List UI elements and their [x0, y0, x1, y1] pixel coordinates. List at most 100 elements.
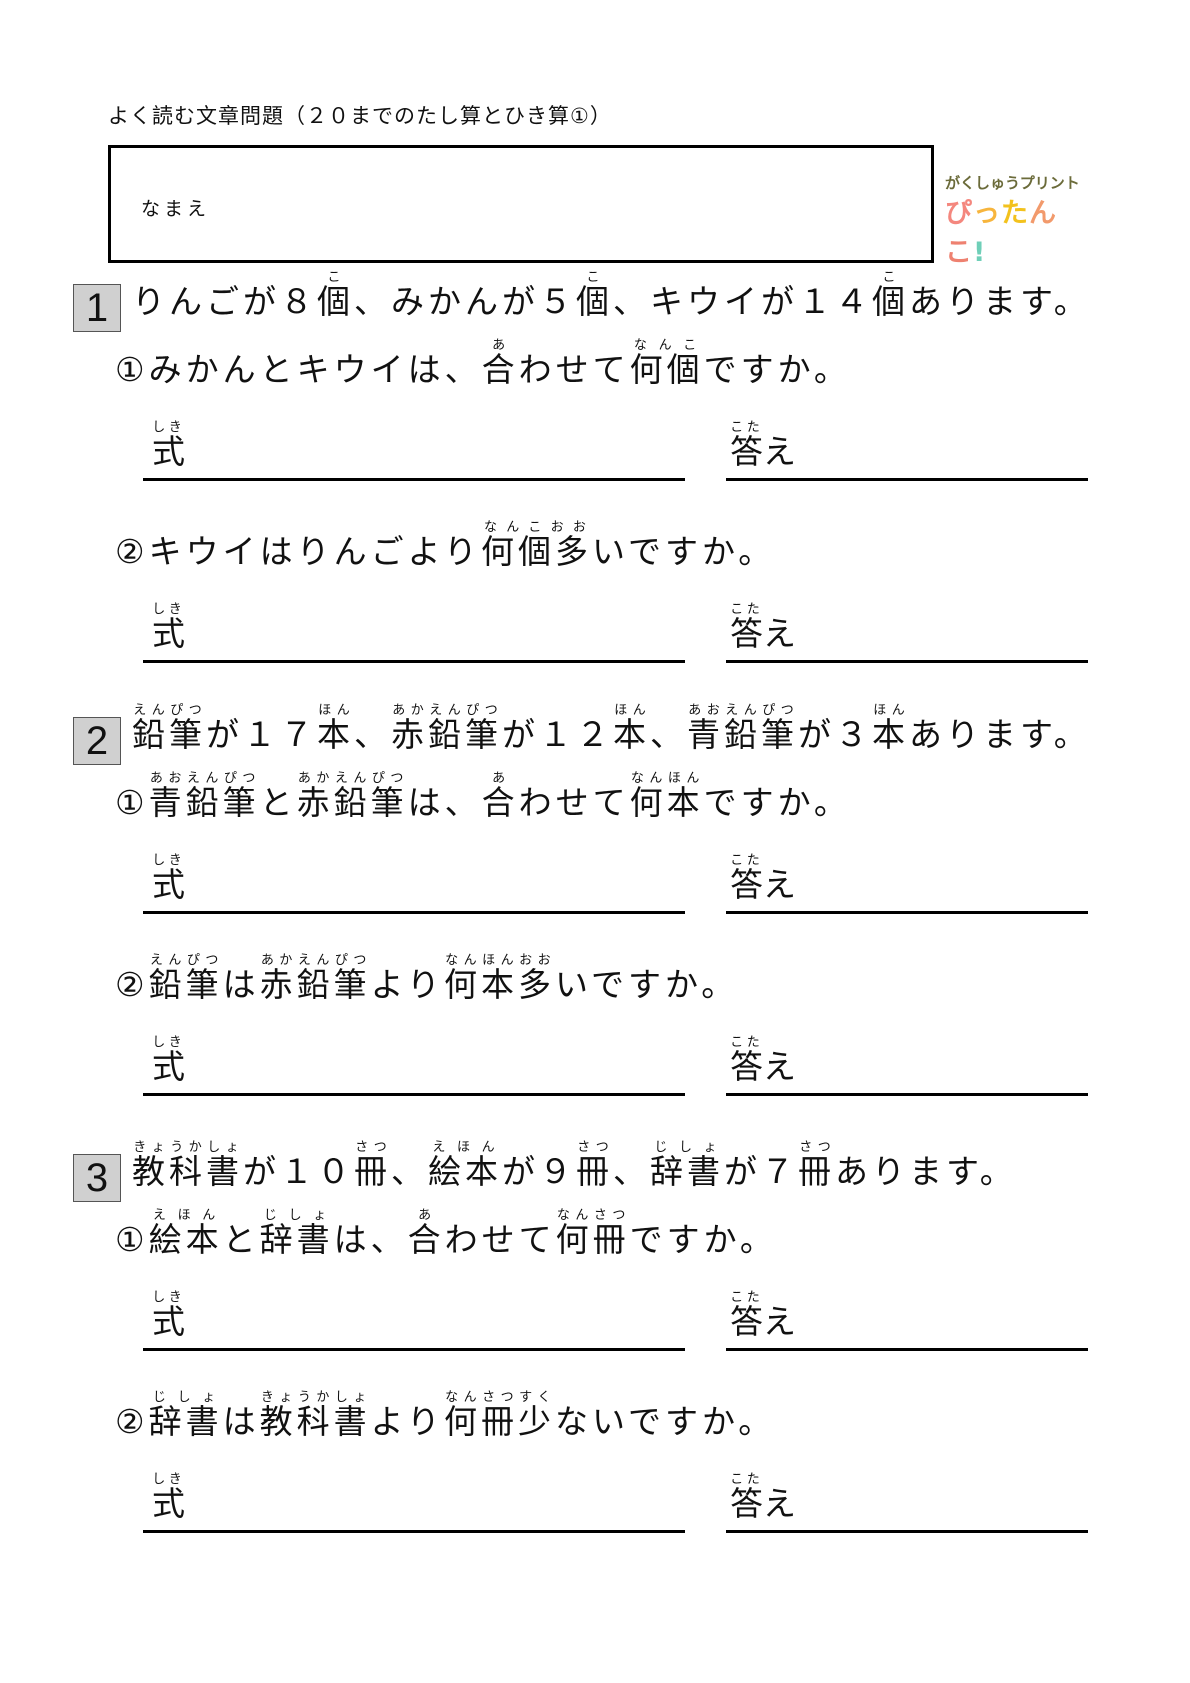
question-label: ① — [115, 350, 149, 389]
formula-answer-line[interactable] — [143, 478, 685, 481]
furigana-reading: さつ — [576, 1140, 613, 1155]
text-segment: は、 — [407, 783, 482, 822]
formula-answer-line[interactable] — [143, 660, 685, 663]
furigana-word: 合あ — [407, 1208, 445, 1259]
logo-char: ぴ — [945, 198, 973, 229]
furigana-reading: ほん — [872, 703, 909, 718]
formula-answer-line[interactable] — [143, 1530, 685, 1533]
answer-ruby: 答こた — [730, 853, 763, 904]
formula-reading: しき — [152, 420, 185, 435]
answer-line[interactable] — [726, 660, 1088, 663]
question-label: ② — [115, 1402, 149, 1441]
problem-statement: 鉛筆えんぴつが１７本ほん、赤鉛筆あかえんぴつが１２本ほん、青鉛筆あおえんぴつが３… — [132, 703, 1091, 756]
logo-bottom-text: ぴったんこ! — [945, 191, 1095, 269]
furigana-reading: なんこおお — [480, 520, 592, 535]
furigana-word: 本ほん — [613, 703, 650, 754]
furigana-reading: えんぴつ — [148, 953, 223, 968]
text-segment: わせて — [518, 350, 630, 389]
problem-statement: りんごが８個こ、みかんが５個こ、キウイが１４個こあります。 — [132, 270, 1091, 323]
formula-answer-line[interactable] — [143, 1093, 685, 1096]
furigana-word: 絵本えほん — [148, 1208, 223, 1259]
question-label: ① — [115, 783, 149, 822]
text-segment: より — [370, 965, 444, 1004]
formula-label: 式しき — [152, 1472, 185, 1525]
furigana-reading: えほん — [148, 1208, 223, 1223]
furigana-reading: あかえんぴつ — [391, 703, 502, 718]
furigana-reading: えんぴつ — [132, 703, 206, 718]
answer-line[interactable] — [726, 1093, 1088, 1096]
furigana-word: 本ほん — [872, 703, 909, 754]
furigana-word: 辞書じしょ — [259, 1208, 334, 1259]
answer-tail: え — [763, 1047, 796, 1086]
text-segment: 、 — [613, 1152, 650, 1191]
furigana-word: 個こ — [872, 270, 909, 321]
question-label: ② — [115, 965, 149, 1004]
text-segment: ですか。 — [703, 783, 851, 822]
answer-label: 答こたえ — [730, 1035, 796, 1088]
furigana-reading: さつ — [354, 1140, 391, 1155]
formula-reading: しき — [152, 1472, 185, 1487]
answer-label: 答こたえ — [730, 1290, 796, 1343]
text-segment: キウイはりんごより — [148, 532, 481, 571]
answer-reading: こた — [730, 1035, 763, 1050]
formula-answer-line[interactable] — [143, 911, 685, 914]
answer-tail: え — [763, 1484, 796, 1523]
furigana-word: 鉛筆えんぴつ — [148, 953, 223, 1004]
text-segment: と — [259, 783, 297, 822]
text-segment: わせて — [444, 1220, 556, 1259]
formula-label: 式しき — [152, 1035, 185, 1088]
name-field-box[interactable]: なまえ — [108, 145, 934, 263]
text-segment: が３ — [798, 715, 872, 754]
answer-label: 答こたえ — [730, 420, 796, 473]
answer-label: 答こたえ — [730, 853, 796, 906]
text-segment: 、 — [650, 715, 687, 754]
logo-char: た — [1001, 198, 1029, 229]
furigana-reading: あ — [481, 771, 519, 786]
text-segment: は、 — [333, 1220, 408, 1259]
furigana-reading: じしょ — [650, 1140, 724, 1155]
answer-tail: え — [763, 865, 796, 904]
problem-number-box: 2 — [73, 717, 121, 765]
furigana-word: 合あ — [481, 338, 519, 389]
answer-reading: こた — [730, 853, 763, 868]
furigana-reading: じしょ — [148, 1390, 223, 1405]
furigana-word: 何冊少なんさつすく — [443, 1390, 555, 1441]
formula-ruby: 式しき — [152, 420, 185, 471]
logo-char: ん — [1029, 198, 1057, 229]
answer-ruby: 答こた — [730, 1290, 763, 1341]
formula-label: 式しき — [152, 420, 185, 473]
question-1: ①絵本えほんと辞書じしょは、合あわせて何冊なんさつですか。 — [115, 1208, 777, 1261]
furigana-reading: えほん — [428, 1140, 502, 1155]
text-segment: が７ — [724, 1152, 798, 1191]
formula-answer-line[interactable] — [143, 1348, 685, 1351]
text-segment: ないですか。 — [554, 1402, 776, 1441]
formula-ruby: 式しき — [152, 1290, 185, 1341]
name-label: なまえ — [141, 198, 211, 220]
answer-reading: こた — [730, 602, 763, 617]
furigana-reading: こ — [576, 270, 613, 285]
formula-label: 式しき — [152, 602, 185, 655]
answer-line[interactable] — [726, 911, 1088, 914]
text-segment: ですか。 — [703, 350, 851, 389]
text-segment: は — [222, 965, 260, 1004]
text-segment: 、みかんが５ — [354, 282, 576, 321]
furigana-word: 教科書きょうかしょ — [132, 1140, 243, 1191]
furigana-reading: こ — [317, 270, 354, 285]
problem-number-box: 1 — [73, 284, 121, 332]
answer-line[interactable] — [726, 1348, 1088, 1351]
question-label: ① — [115, 1220, 149, 1259]
furigana-reading: ほん — [317, 703, 354, 718]
furigana-word: 辞書じしょ — [650, 1140, 724, 1191]
question-2: ②鉛筆えんぴつは赤鉛筆あかえんぴつより何本多なんほんおおいですか。 — [115, 953, 738, 1006]
text-segment: あります。 — [909, 715, 1091, 754]
answer-ruby: 答こた — [730, 420, 763, 471]
furigana-reading: あかえんぴつ — [259, 953, 371, 968]
question-1: ①みかんとキウイは、合あわせて何個なんこですか。 — [115, 338, 851, 391]
answer-line[interactable] — [726, 478, 1088, 481]
furigana-reading: なんさつすく — [443, 1390, 555, 1405]
answer-line[interactable] — [726, 1530, 1088, 1533]
worksheet-title: よく読む文章問題（２０までのたし算とひき算①） — [108, 104, 612, 128]
logo-char: ! — [973, 237, 987, 268]
text-segment: は — [222, 1402, 260, 1441]
furigana-reading: あ — [481, 338, 519, 353]
